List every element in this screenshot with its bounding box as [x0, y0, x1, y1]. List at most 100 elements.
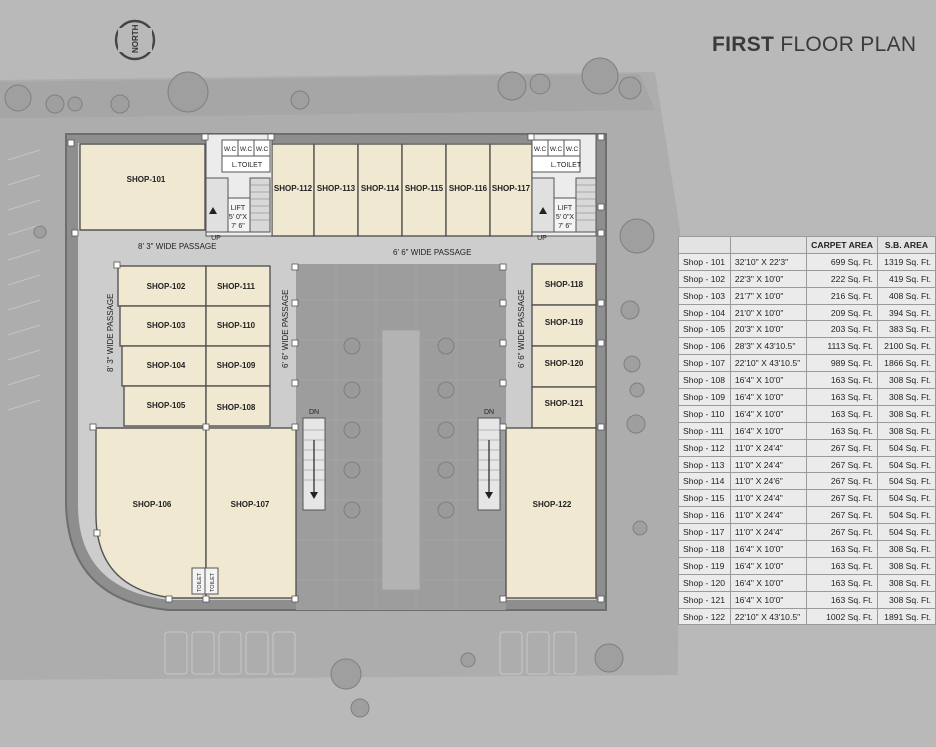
sb-area-cell: 1319 Sq. Ft. — [876, 252, 936, 271]
columns — [67, 133, 605, 603]
lift-size-left-1: 5' 0"X — [229, 214, 248, 221]
stair-treads — [250, 184, 596, 221]
carpet-area-cell: 267 Sq. Ft. — [806, 438, 878, 457]
ltoilet-label-right: L.TOILET — [551, 162, 582, 169]
sb-area-cell: 308 Sq. Ft. — [876, 404, 936, 423]
shop-size-cell: 16'4" X 10'0" — [729, 590, 808, 609]
header-shop — [678, 236, 731, 254]
shop-size-cell: 16'4" X 10'0" — [729, 421, 808, 440]
label-shop-108: SHOP-108 — [217, 403, 256, 412]
carpet-area-cell: 209 Sq. Ft. — [806, 303, 878, 322]
shop-name-cell: Shop - 117 — [678, 523, 731, 542]
carpet-area-cell: 222 Sq. Ft. — [806, 269, 878, 288]
toilet-label-2: TOILET — [210, 572, 216, 592]
sb-area-cell: 504 Sq. Ft. — [876, 438, 936, 457]
shop-name-cell: Shop - 119 — [678, 556, 731, 575]
carpet-area-cell: 1113 Sq. Ft. — [806, 337, 878, 356]
carpet-area-cell: 163 Sq. Ft. — [806, 573, 878, 592]
shop-118-area — [531, 263, 597, 306]
wc-label-l1: W.C — [224, 146, 237, 153]
shop-111-area — [205, 265, 271, 307]
toilet-label-1: TOILET — [197, 572, 203, 592]
lift-up-arrow-left — [209, 207, 217, 214]
sb-area-cell: 419 Sq. Ft. — [876, 269, 936, 288]
header-sb-area: S.B. AREA — [876, 236, 936, 254]
shop-name-cell: Shop - 103 — [678, 286, 731, 305]
area-table-header: CARPET AREA S.B. AREA — [678, 236, 936, 254]
shop-name-cell: Shop - 122 — [678, 607, 731, 626]
lift-size-left-2: 7' 6" — [231, 223, 245, 230]
shop-size-cell: 32'10" X 22'3" — [729, 252, 808, 271]
label-shop-121: SHOP-121 — [545, 399, 584, 408]
shop-size-cell: 22'3" X 10'0" — [729, 269, 808, 288]
shop-name-cell: Shop - 112 — [678, 438, 731, 457]
lift-size-right-2: 7' 6" — [558, 223, 572, 230]
sb-area-cell: 308 Sq. Ft. — [876, 590, 936, 609]
sb-area-cell: 383 Sq. Ft. — [876, 320, 936, 339]
shop-size-cell: 16'4" X 10'0" — [729, 371, 808, 390]
title-light: FLOOR PLAN — [780, 33, 917, 56]
label-shop-105: SHOP-105 — [147, 401, 186, 410]
shop-name-cell: Shop - 121 — [678, 590, 731, 609]
sb-area-cell: 308 Sq. Ft. — [876, 388, 936, 406]
ltoilet-label-left: L.TOILET — [232, 162, 263, 169]
shop-name-cell: Shop - 113 — [678, 455, 731, 474]
wc-label-l3: W.C — [256, 146, 269, 153]
parking-bays — [164, 631, 577, 675]
shop-name-cell: Shop - 108 — [678, 371, 731, 390]
courtyard-water-channel — [381, 329, 421, 591]
service-core-left — [205, 133, 273, 237]
lift-size-right-1: 5' 0"X — [556, 214, 575, 221]
shop-110-area — [205, 305, 271, 347]
label-shop-113: SHOP-113 — [317, 184, 356, 193]
shop-size-cell: 28'3" X 43'10.5" — [729, 337, 808, 356]
page-title: FIRST FLOOR PLAN — [712, 33, 916, 57]
shop-size-cell: 11'0" X 24'4" — [729, 438, 808, 457]
carpet-area-cell: 216 Sq. Ft. — [806, 286, 878, 305]
escalator-right — [477, 417, 501, 511]
shop-113-area — [313, 143, 359, 237]
north-label: NORTH — [131, 24, 140, 53]
sb-area-cell: 504 Sq. Ft. — [876, 472, 936, 491]
shop-name-cell: Shop - 111 — [678, 421, 731, 440]
label-shop-114: SHOP-114 — [361, 184, 400, 193]
carpet-area-cell: 163 Sq. Ft. — [806, 388, 878, 406]
shop-115-area — [401, 143, 447, 237]
shop-name-cell: Shop - 116 — [678, 506, 731, 525]
sb-area-cell: 504 Sq. Ft. — [876, 455, 936, 474]
service-core-right — [531, 133, 597, 237]
label-shop-120: SHOP-120 — [545, 359, 584, 368]
passage-labels: 8' 3" WIDE PASSAGE 6' 6" WIDE PASSAGE — [138, 242, 471, 257]
shop-105-area — [123, 385, 207, 427]
lift-label-right: LIFT — [558, 205, 573, 212]
label-shop-103: SHOP-103 — [147, 321, 186, 330]
north-compass — [114, 19, 156, 61]
sb-area-cell: 504 Sq. Ft. — [876, 523, 936, 542]
label-shop-101: SHOP-101 — [127, 175, 166, 184]
sb-area-cell: 308 Sq. Ft. — [876, 540, 936, 558]
shop-102-area — [117, 265, 207, 307]
shop-size-cell: 11'0" X 24'4" — [729, 455, 808, 474]
label-shop-122: SHOP-122 — [533, 500, 572, 509]
shop-size-cell: 11'0" X 24'4" — [729, 523, 808, 542]
shop-122-area — [505, 427, 597, 599]
shop-101-area — [79, 143, 206, 231]
shop-name-cell: Shop - 101 — [678, 252, 731, 271]
label-shop-115: SHOP-115 — [405, 184, 444, 193]
